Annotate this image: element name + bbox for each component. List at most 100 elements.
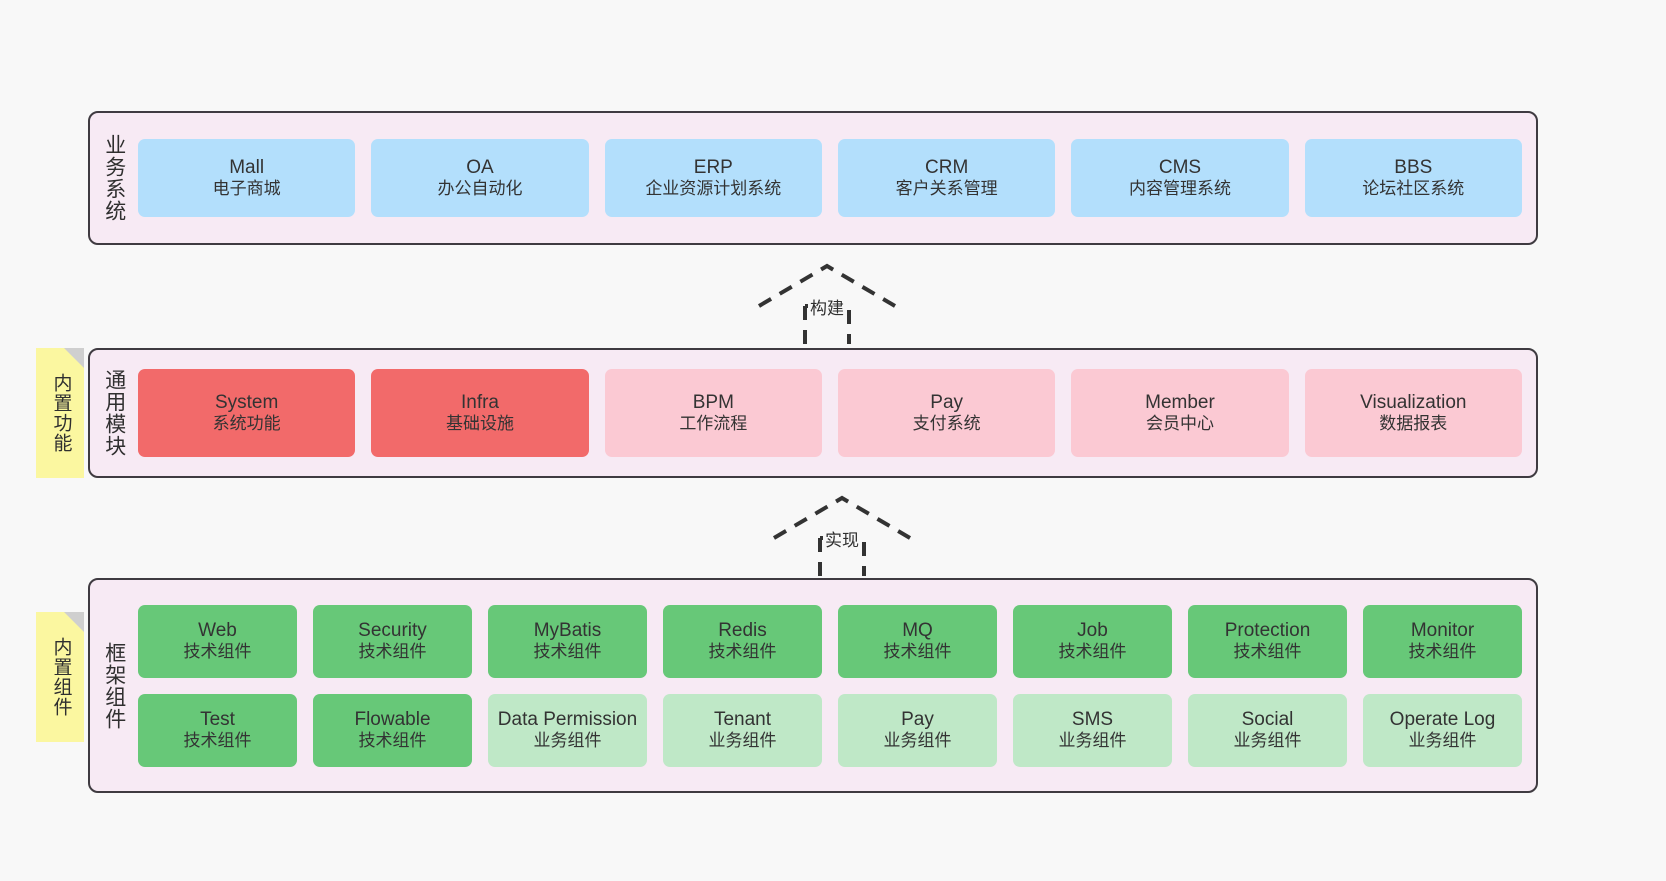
node-title: Member xyxy=(1145,392,1215,414)
layer-body-common-modules: System 系统功能 Infra 基础设施 BPM 工作流程 Pay 支付系统… xyxy=(138,350,1536,476)
node-title: Protection xyxy=(1224,620,1311,642)
layer-title-business-systems: 业务系统 xyxy=(102,134,126,222)
node-title: Social xyxy=(1241,709,1294,731)
node-title: ERP xyxy=(693,157,733,179)
node-system[interactable]: System 系统功能 xyxy=(138,369,356,457)
node-title: Pay xyxy=(901,709,934,731)
node-member[interactable]: Member 会员中心 xyxy=(1071,369,1289,457)
node-tenant[interactable]: Tenant 业务组件 xyxy=(663,693,822,767)
node-title: BBS xyxy=(1394,157,1433,179)
node-oa[interactable]: OA 办公自动化 xyxy=(371,139,589,217)
note-label: 内置组件 xyxy=(50,637,72,717)
node-subtitle: 技术组件 xyxy=(1058,642,1127,662)
node-subtitle: 电子商城 xyxy=(212,179,281,199)
node-title: Security xyxy=(358,620,427,642)
node-subtitle: 系统功能 xyxy=(212,414,281,434)
node-visualization[interactable]: Visualization 数据报表 xyxy=(1304,369,1522,457)
node-title: Flowable xyxy=(354,709,431,731)
node-title: MQ xyxy=(902,620,933,642)
node-crm[interactable]: CRM 客户关系管理 xyxy=(837,139,1056,217)
node-title: Monitor xyxy=(1410,620,1475,642)
node-bpm[interactable]: BPM 工作流程 xyxy=(604,369,822,457)
node-subtitle: 技术组件 xyxy=(183,642,252,662)
node-title: Infra xyxy=(460,392,499,414)
node-title: CRM xyxy=(925,157,969,179)
node-subtitle: 会员中心 xyxy=(1145,414,1214,434)
node-title: Operate Log xyxy=(1389,709,1496,731)
node-social[interactable]: Social 业务组件 xyxy=(1188,693,1347,767)
node-title: System xyxy=(214,392,279,414)
node-subtitle: 业务组件 xyxy=(533,731,602,751)
node-redis[interactable]: Redis 技术组件 xyxy=(663,604,822,678)
node-row: System 系统功能 Infra 基础设施 BPM 工作流程 Pay 支付系统… xyxy=(138,369,1522,457)
node-job[interactable]: Job 技术组件 xyxy=(1013,604,1172,678)
node-data-permission[interactable]: Data Permission 业务组件 xyxy=(488,693,647,767)
layer-common-modules: 通用模块 System 系统功能 Infra 基础设施 BPM 工作流程 Pay… xyxy=(88,348,1538,478)
node-title: Tenant xyxy=(713,709,772,731)
node-subtitle: 工作流程 xyxy=(679,414,748,434)
connector-label-build: 构建 xyxy=(808,294,846,319)
node-cms[interactable]: CMS 内容管理系统 xyxy=(1071,139,1289,217)
note-label: 内置功能 xyxy=(50,373,72,453)
node-subtitle: 技术组件 xyxy=(708,642,777,662)
node-subtitle: 企业资源计划系统 xyxy=(645,179,782,199)
node-bbs[interactable]: BBS 论坛社区系统 xyxy=(1304,139,1522,217)
generalization-arrow-icon xyxy=(772,495,912,576)
node-pay-business[interactable]: Pay 业务组件 xyxy=(838,693,997,767)
node-operate-log[interactable]: Operate Log 业务组件 xyxy=(1363,693,1522,767)
node-mybatis[interactable]: MyBatis 技术组件 xyxy=(488,604,647,678)
node-title: BPM xyxy=(692,392,734,414)
connector-implement: 实现 xyxy=(772,494,912,576)
node-monitor[interactable]: Monitor 技术组件 xyxy=(1363,604,1522,678)
node-title: Pay xyxy=(930,392,964,414)
layer-framework-components: 框架组件 Web 技术组件 Security 技术组件 MyBatis 技术组件… xyxy=(88,578,1538,793)
node-subtitle: 技术组件 xyxy=(533,642,602,662)
connector-build: 构建 xyxy=(757,262,897,344)
node-subtitle: 基础设施 xyxy=(445,414,514,434)
node-subtitle: 业务组件 xyxy=(1233,731,1302,751)
node-subtitle: 论坛社区系统 xyxy=(1362,179,1465,199)
node-infra[interactable]: Infra 基础设施 xyxy=(371,369,589,457)
connector-label-implement: 实现 xyxy=(823,526,861,551)
node-sms[interactable]: SMS 业务组件 xyxy=(1013,693,1172,767)
node-title: Job xyxy=(1077,620,1108,642)
node-mall[interactable]: Mall 电子商城 xyxy=(138,139,356,217)
node-subtitle: 技术组件 xyxy=(1233,642,1302,662)
layer-title-framework-components: 框架组件 xyxy=(102,641,126,730)
node-subtitle: 技术组件 xyxy=(1408,642,1477,662)
node-row: Test 技术组件 Flowable 技术组件 Data Permission … xyxy=(138,693,1522,767)
node-flowable[interactable]: Flowable 技术组件 xyxy=(313,693,472,767)
node-title: Mall xyxy=(229,157,265,179)
node-title: Redis xyxy=(718,620,767,642)
node-subtitle: 办公自动化 xyxy=(437,179,523,199)
node-protection[interactable]: Protection 技术组件 xyxy=(1188,604,1347,678)
layer-title-common-modules: 通用模块 xyxy=(102,369,126,457)
node-mq[interactable]: MQ 技术组件 xyxy=(838,604,997,678)
node-title: MyBatis xyxy=(533,620,602,642)
node-test[interactable]: Test 技术组件 xyxy=(138,693,297,767)
node-subtitle: 业务组件 xyxy=(1058,731,1127,751)
node-title: Test xyxy=(200,709,235,731)
node-title: CMS xyxy=(1158,157,1202,179)
node-subtitle: 客户关系管理 xyxy=(895,179,998,199)
node-subtitle: 业务组件 xyxy=(883,731,952,751)
node-title: SMS xyxy=(1071,709,1114,731)
node-subtitle: 业务组件 xyxy=(708,731,777,751)
node-title: Visualization xyxy=(1360,392,1467,414)
node-subtitle: 技术组件 xyxy=(358,731,427,751)
node-web[interactable]: Web 技术组件 xyxy=(138,604,297,678)
node-title: OA xyxy=(466,157,494,179)
node-row: Web 技术组件 Security 技术组件 MyBatis 技术组件 Redi… xyxy=(138,604,1522,678)
layer-body-business-systems: Mall 电子商城 OA 办公自动化 ERP 企业资源计划系统 CRM 客户关系… xyxy=(138,113,1536,243)
node-security[interactable]: Security 技术组件 xyxy=(313,604,472,678)
node-subtitle: 支付系统 xyxy=(912,414,981,434)
node-pay[interactable]: Pay 支付系统 xyxy=(837,369,1056,457)
node-erp[interactable]: ERP 企业资源计划系统 xyxy=(604,139,822,217)
node-title: Web xyxy=(198,620,237,642)
node-subtitle: 技术组件 xyxy=(883,642,952,662)
generalization-arrow-icon xyxy=(757,263,897,344)
node-row: Mall 电子商城 OA 办公自动化 ERP 企业资源计划系统 CRM 客户关系… xyxy=(138,139,1522,217)
note-builtin-components: 内置组件 xyxy=(36,612,84,742)
layer-business-systems: 业务系统 Mall 电子商城 OA 办公自动化 ERP 企业资源计划系统 CRM… xyxy=(88,111,1538,245)
